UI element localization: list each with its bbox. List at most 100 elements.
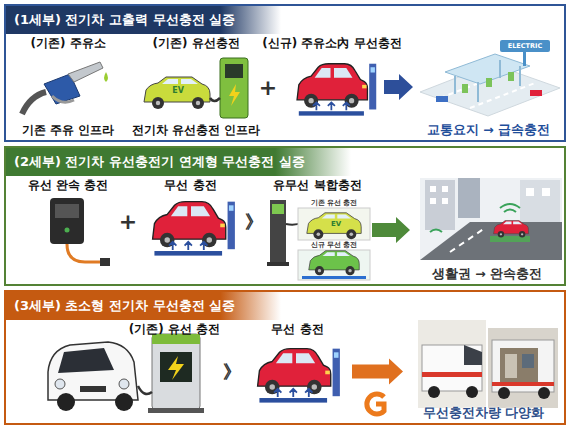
city-street-illustration-part: [542, 188, 550, 196]
mini-caption: 기존 유선 충전: [311, 200, 358, 207]
city-street-illustration-part: [520, 180, 560, 224]
wired-charging-icon-part: [144, 77, 210, 109]
result-item: 무선충전차량 다양화: [405, 322, 562, 421]
result-item: 생활권 → 완속충전: [412, 178, 562, 282]
charging-station-illustration-part: [508, 72, 514, 81]
hybrid-charging-icon-part: [298, 208, 370, 240]
hybrid-charging-icon-part: [270, 200, 286, 262]
mini-ev-wired-icon-part: [57, 393, 75, 411]
city-street-illustration-part: [430, 230, 442, 233]
van-photos-part: [422, 345, 482, 391]
item-caption: (기존) 유선충전: [152, 36, 239, 51]
section-heading: (3세부) 초소형 전기차 무선충전 실증: [6, 292, 281, 320]
item-caption: 무선 충전: [164, 178, 216, 193]
wireless-car-icon-part: [258, 349, 340, 403]
van-photos-part: [498, 387, 510, 399]
wired-charging-icon-part: [220, 58, 248, 118]
van-photos-part: [538, 387, 550, 399]
charging-station-illustration-part: [530, 90, 542, 96]
city-street-illustration-part: [425, 180, 455, 230]
city-street-illustration-part: [490, 236, 530, 242]
city-street-illustration: [420, 178, 562, 260]
city-street-illustration-part: [430, 198, 436, 204]
wireless-car-icon: [258, 349, 340, 403]
result-text: 생활권 → 완속충전: [432, 266, 542, 282]
wall-charger-icon-part: [50, 198, 84, 244]
mini-ev-wired-icon-part: [152, 334, 200, 410]
city-street-illustration-part: [420, 178, 562, 260]
van-photos-part: [428, 386, 440, 398]
section-band: (2세부) 전기차 유선충전기 연계형 무선충전 실증유선 완속 충전 무선 충전…: [4, 146, 566, 286]
infra-item: (신규) 주유소內 무선충전: [282, 36, 382, 138]
city-street-illustration-part: [442, 198, 448, 204]
fuel-nozzle-icon-part: [104, 72, 108, 82]
wall-charger-icon-part: [55, 204, 79, 218]
chevron-sign: 》: [245, 213, 263, 231]
infra-item: (기존) 유선충전전기차 유선충전 인프라: [136, 36, 256, 138]
block-arrow: [352, 359, 403, 385]
city-street-illustration-part: [494, 221, 529, 238]
city-street-illustration-part: [458, 178, 480, 218]
wall-charger-icon: [50, 198, 110, 266]
infra-item: 무선 충전: [138, 178, 243, 282]
charging-station-illustration-part: [500, 40, 550, 52]
hybrid-charging-icon-part: [309, 251, 359, 275]
van-photos-part: [492, 382, 554, 386]
city-street-illustration-part: [526, 188, 534, 196]
van-photos-part: [492, 340, 554, 392]
item-caption: 기존 주유 인프라: [22, 123, 114, 138]
mini-ev-wired-icon-part: [48, 342, 138, 400]
section-band: (3세부) 초소형 전기차 무선충전 실증(기존) 유선 충전무선 충전무선충전…: [4, 290, 566, 425]
hybrid-charging-icon-part: [267, 262, 289, 266]
van-photos-part: [422, 372, 482, 377]
charging-station-illustration-part: [455, 60, 520, 102]
charging-station-illustration: [420, 40, 560, 116]
infra-item: (기존) 주유소기존 주유 인프라: [18, 36, 118, 138]
result-text: 무선충전차량 다양화: [423, 405, 544, 421]
hybrid-charging-icon-part: [307, 213, 361, 239]
charging-station-illustration-part: [462, 84, 468, 93]
wall-charger-icon-part: [67, 244, 100, 262]
item-caption: 유선 완속 충전: [28, 178, 108, 193]
van-photos-part: [466, 386, 478, 398]
infra-item: 유선 완속 충전: [18, 178, 118, 282]
block-arrow: [372, 217, 410, 243]
wired-charging-icon-part: [229, 84, 240, 106]
mini-ev-wired-icon-part: [148, 408, 204, 413]
watermark-logo-part: [367, 394, 384, 414]
fuel-nozzle-icon-part: [22, 92, 46, 114]
hybrid-charging-icon: [267, 200, 370, 280]
item-caption: 전기차 유선충전 인프라: [132, 123, 260, 138]
wall-charger-icon-part: [100, 258, 110, 266]
item-caption: (기존) 주유소: [30, 36, 105, 51]
hybrid-charging-icon-part: [298, 250, 370, 280]
charging-station-illustration-part: [436, 96, 448, 102]
section-heading: (2세부) 전기차 유선충전기 연계형 무선충전 실증: [6, 148, 351, 176]
mini-ev-wired-icon-part: [138, 386, 152, 394]
mini-ev-wired-icon-part: [119, 379, 129, 389]
city-street-illustration-part: [430, 186, 436, 192]
plus-sign: +: [259, 77, 277, 99]
result-item: 교통요지 → 급속충전: [415, 36, 562, 138]
hybrid-charging-icon-part: [272, 204, 284, 214]
mini-ev-wired-icon: [48, 334, 204, 413]
van-photos: [418, 320, 558, 408]
charging-station-illustration-part: [486, 78, 492, 87]
city-street-illustration-part: [450, 228, 485, 252]
mini-ev-wired-icon-part: [80, 386, 106, 392]
wall-charger-icon-part: [65, 228, 70, 233]
van-photos-part: [464, 345, 482, 365]
city-street-illustration-part: [442, 186, 448, 192]
hybrid-charging-icon-part: [302, 276, 366, 279]
car-badge: EV: [331, 221, 341, 228]
mini-ev-wired-icon-part: [160, 352, 192, 382]
infra-item: 유무선 복합충전: [265, 178, 370, 282]
van-photos-part: [522, 354, 534, 368]
fuel-nozzle-icon: [22, 62, 108, 114]
watermark-logo: [367, 394, 384, 414]
mini-ev-wired-icon-part: [58, 348, 114, 373]
van-photos-part: [418, 320, 486, 408]
